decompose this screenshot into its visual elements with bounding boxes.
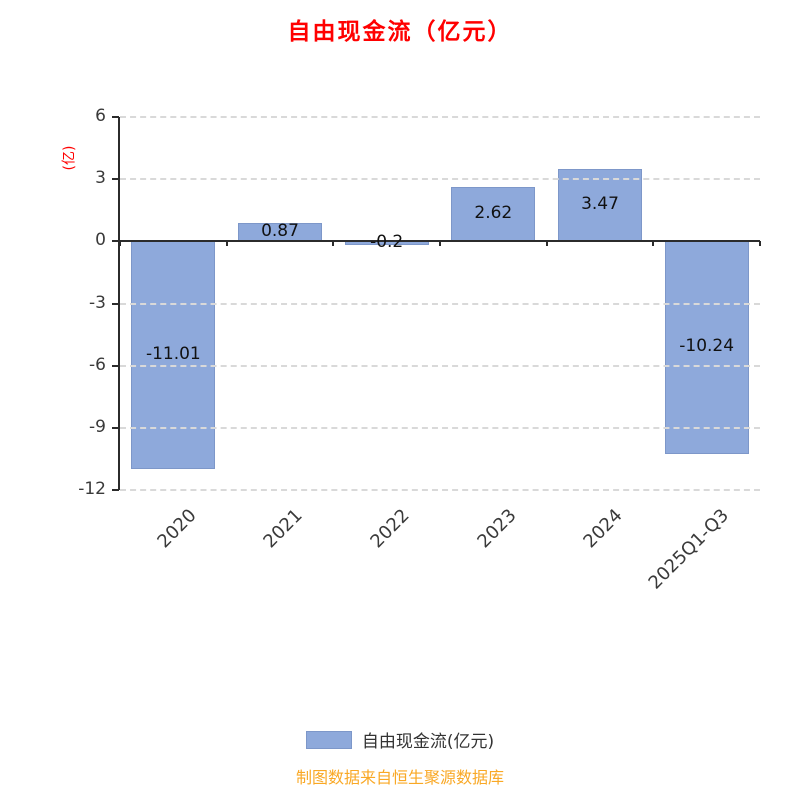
y-axis-tick-label: -6 bbox=[89, 354, 106, 375]
legend-label: 自由现金流(亿元) bbox=[361, 732, 495, 752]
gridline bbox=[120, 426, 760, 429]
x-axis-tick-mark bbox=[759, 241, 761, 247]
y-axis-tick-mark bbox=[112, 178, 119, 181]
x-axis-tick-mark bbox=[652, 241, 655, 247]
y-axis-tick-mark bbox=[112, 489, 119, 491]
x-axis-tick-mark bbox=[545, 241, 548, 247]
bar-value-label: -10.24 bbox=[679, 336, 735, 357]
bar-2023 bbox=[451, 187, 536, 242]
y-axis-tick-mark bbox=[112, 364, 119, 367]
gridline bbox=[120, 489, 760, 491]
gridline bbox=[120, 178, 760, 181]
x-axis-label: 2025Q1-Q3 bbox=[644, 505, 734, 594]
x-axis-tick-mark bbox=[439, 241, 441, 247]
x-axis-label: 2024 bbox=[579, 505, 627, 553]
legend: 自由现金流(亿元) bbox=[0, 727, 800, 752]
gridline bbox=[120, 364, 760, 367]
bar-2020 bbox=[131, 241, 216, 470]
x-axis-label: 2022 bbox=[366, 505, 414, 553]
y-axis-tick-mark bbox=[112, 426, 119, 429]
bar-value-label: 2.62 bbox=[474, 203, 513, 224]
x-axis-tick-mark bbox=[119, 241, 121, 247]
chart-title: 自由现金流（亿元） bbox=[287, 19, 513, 45]
x-axis-label: 2020 bbox=[152, 505, 201, 553]
x-axis-tick-mark bbox=[225, 241, 228, 247]
y-axis-unit-label: (亿) bbox=[61, 145, 78, 171]
gridline bbox=[120, 116, 760, 118]
y-axis-tick-mark bbox=[112, 240, 119, 243]
y-axis-line bbox=[118, 117, 120, 490]
y-axis-tick-label: 0 bbox=[95, 230, 106, 251]
plot-area: -11.01 0.87 -0.2 2.62 3.47 -10.24 bbox=[118, 116, 761, 491]
y-axis-tick-mark bbox=[112, 302, 119, 305]
bar-value-label: -0.2 bbox=[370, 232, 404, 253]
footer-source-note: 制图数据来自恒生聚源数据库 bbox=[295, 768, 504, 787]
x-axis-tick-mark bbox=[332, 241, 335, 247]
bar-value-label: 0.87 bbox=[261, 221, 299, 242]
y-axis-tick-label: -9 bbox=[89, 416, 106, 437]
y-axis-tick-mark bbox=[112, 116, 119, 118]
bar-value-label: -11.01 bbox=[145, 344, 201, 365]
bar-2025Q1-Q3 bbox=[664, 241, 749, 454]
x-axis-label: 2023 bbox=[472, 505, 521, 553]
y-axis-tick-label: 3 bbox=[95, 168, 106, 189]
y-axis-tick-label: -3 bbox=[89, 292, 106, 313]
y-axis-tick-label: 6 bbox=[95, 106, 106, 126]
y-axis-tick-label: -12 bbox=[78, 479, 106, 499]
bar-value-label: 3.47 bbox=[581, 194, 619, 215]
gridline bbox=[120, 302, 760, 305]
legend-swatch bbox=[305, 730, 352, 749]
x-axis-label: 2021 bbox=[259, 505, 307, 553]
